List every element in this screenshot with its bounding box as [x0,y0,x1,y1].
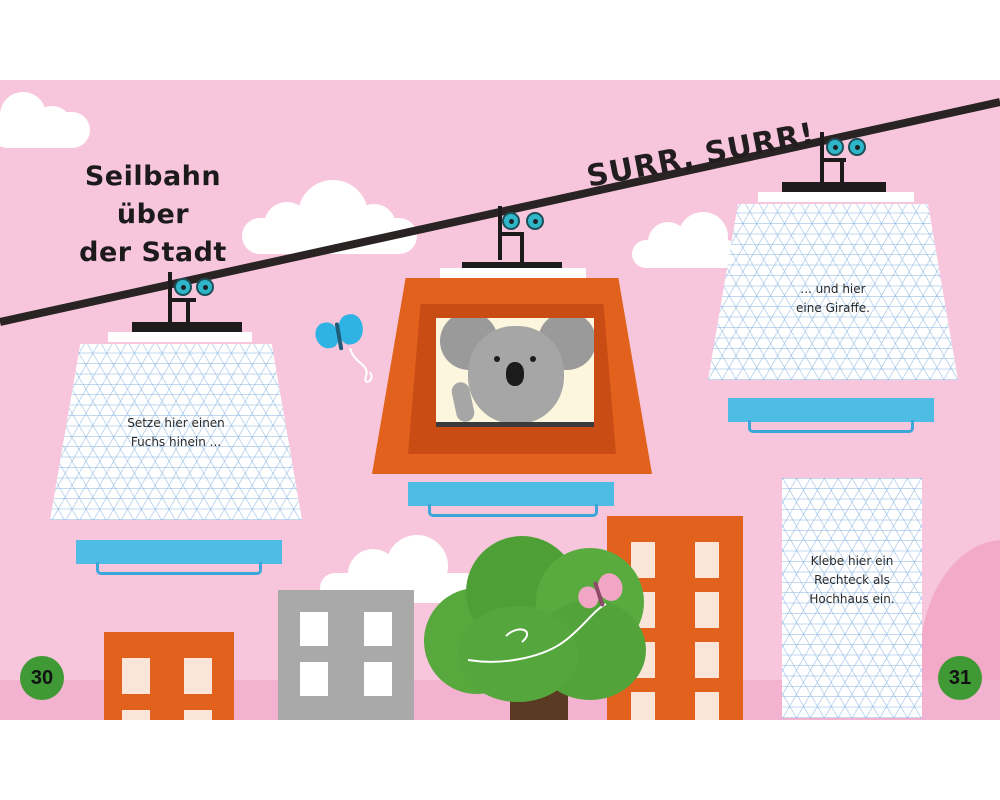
hanger-stem [520,232,524,262]
car-body-sticker-area [708,204,958,380]
car-body-sticker-area [50,344,302,520]
hanger-stem [186,298,190,324]
cable-car-right: ... und hier eine Giraffe. [706,128,962,438]
car-roof [108,332,252,342]
title-line-2: der Stadt [79,237,227,268]
building-window [122,658,150,694]
car-roof [440,268,586,278]
building-window [300,612,328,646]
car-base [728,398,934,422]
cloud-icon [0,90,90,150]
instruction-line: ... und hier [800,282,866,296]
hanger-stem [498,232,524,236]
building-window [695,592,719,628]
building-window [695,642,719,678]
building-window [300,662,328,696]
car-roof [462,262,562,272]
car-roof [758,192,914,202]
building-orange-left [104,632,234,720]
book-spread: Seilbahn über der Stadt SURR, SURR! Setz… [0,80,1000,720]
building-window [364,612,392,646]
cloud-icon [320,535,480,605]
butterfly-trail [349,347,373,383]
koala-icon [436,318,594,424]
car-instruction-text: ... und hier eine Giraffe. [758,280,908,318]
hanger-eye [826,138,844,156]
page-number-left: 30 [20,656,64,700]
hanger-eye [502,212,520,230]
instruction-line: eine Giraffe. [796,301,870,315]
car-rail [428,504,598,517]
hanger-stem [168,298,196,302]
window-bar [436,422,594,427]
car-roof [132,322,242,332]
instruction-line: Klebe hier ein [810,554,894,568]
hanger-eye [526,212,544,230]
building-window [364,662,392,696]
building-window [695,692,719,720]
car-instruction-text: Setze hier einen Fuchs hinein ... [96,414,256,452]
car-base [76,540,282,564]
page-number-right: 31 [938,656,982,700]
hanger-eye [848,138,866,156]
instruction-line: Setze hier einen [127,416,225,430]
page-title: Seilbahn über der Stadt [48,158,258,272]
car-roof [782,182,886,192]
hanger-stem [168,272,172,322]
hanger-stem [820,132,824,182]
building-grey [278,590,414,720]
cloud-icon [242,180,422,260]
cable-car-middle [372,206,657,526]
cloud-icon [632,212,742,272]
car-rail [96,562,262,575]
hanger-stem [840,158,844,184]
building-window [695,542,719,578]
building-sticker-area [782,478,922,718]
title-line-1: Seilbahn über [84,161,222,230]
building-window [122,710,150,720]
hanger-eye [174,278,192,296]
building-window [184,710,212,720]
building-window [631,692,655,720]
car-base [408,482,614,506]
butterfly-trail [467,603,607,663]
hanger-stem [820,158,846,162]
car-rail [748,420,914,433]
car-window [436,318,594,424]
hanger-eye [196,278,214,296]
building-instruction-text: Klebe hier ein Rechteck als Hochhaus ein… [782,552,922,609]
cable-car-left: Setze hier einen Fuchs hinein ... [50,272,310,582]
building-window [184,658,212,694]
instruction-line: Fuchs hinein ... [130,435,222,449]
instruction-line: Hochhaus ein. [809,592,895,606]
instruction-line: Rechteck als [814,573,890,587]
